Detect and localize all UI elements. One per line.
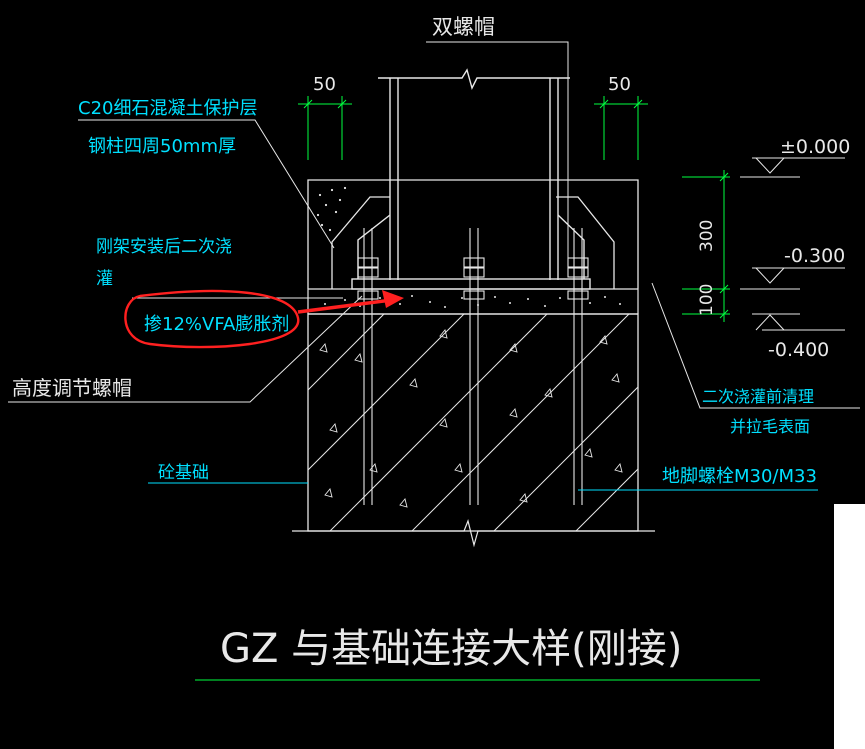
viewport-edge-patch <box>834 504 865 749</box>
dimension-50-right <box>594 96 648 160</box>
clean-note-line1: 二次浇灌前清理 <box>702 387 814 406</box>
dim-50-left-text: 50 <box>313 74 336 95</box>
cyan-leaders <box>148 482 818 491</box>
anchor-bolts <box>357 228 589 505</box>
leveling-nut-label: 高度调节螺帽 <box>12 376 132 400</box>
elevation-dimensions <box>682 170 730 322</box>
dim-100-text: 100 <box>697 284 717 316</box>
double-nut-label: 双螺帽 <box>432 15 495 39</box>
grout-note-line1: 刚架安装后二次浇 <box>96 237 232 257</box>
grout-note-line2: 灌 <box>96 269 113 289</box>
steel-column <box>351 68 591 290</box>
encasement-speckle <box>316 186 347 232</box>
elevation-minus-300-text: -0.300 <box>784 245 845 267</box>
drawing-title: GZ 与基础连接大样(刚接) <box>220 626 682 672</box>
vfa-annotation-highlight <box>124 289 404 349</box>
elevation-0-text: ±0.000 <box>780 136 850 158</box>
protect-layer-line1: C20细石混凝土保护层 <box>78 98 257 119</box>
red-arrow-head <box>382 290 404 308</box>
dim-300-text: 300 <box>697 220 717 252</box>
leader-lines <box>8 41 860 409</box>
red-circle-mark <box>124 289 300 349</box>
elevation-minus-400-text: -0.400 <box>768 339 829 361</box>
concrete-foundation <box>292 313 655 548</box>
protective-encasement <box>307 179 639 289</box>
dimension-50-left <box>298 96 352 160</box>
protect-layer-line2: 钢柱四周50mm厚 <box>88 136 236 157</box>
aggregate-marks <box>319 329 623 508</box>
concrete-base-label: 砼基础 <box>158 463 209 483</box>
elevation-markers <box>740 157 845 331</box>
anchor-bolt-label: 地脚螺栓M30/M33 <box>662 466 817 487</box>
clean-note-line2: 并拉毛表面 <box>730 417 810 436</box>
red-arrow-shaft <box>297 298 393 314</box>
vfa-note-text: 掺12%VFA膨胀剂 <box>144 314 289 335</box>
dim-50-right-text: 50 <box>608 74 631 95</box>
